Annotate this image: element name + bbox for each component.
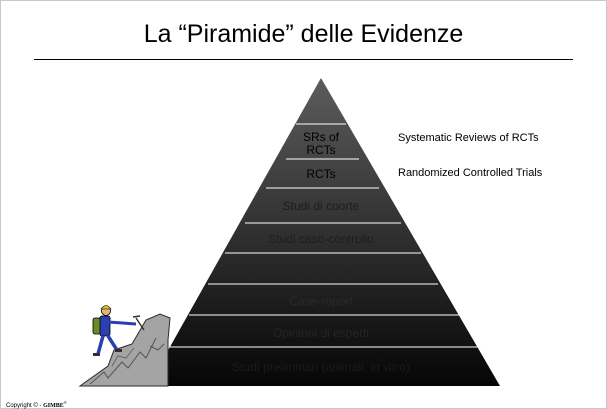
level-expert-opinion: Opinioni di esperti (273, 326, 369, 340)
description-rcts: Randomized Controlled Trials (398, 167, 543, 179)
rock (78, 313, 171, 387)
copyright-notice: Copyright © - GIMBE® (6, 400, 67, 409)
copyright-prefix: Copyright © - (6, 403, 44, 409)
slide-title: La “Piramide” delle Evidenze (143, 20, 464, 48)
level-preliminary-studies: Studi preliminari (animali, in vitro) (232, 360, 409, 374)
level-srs-line1: SRs of (303, 130, 340, 144)
pyramid-dividers (170, 123, 478, 348)
level-cohort-studies: Studi di coorte (283, 199, 360, 213)
level-case-control: Studi caso-controllo (268, 232, 374, 246)
gimbe-brand: GIMBE (43, 403, 64, 409)
climber-illustration (78, 305, 171, 387)
level-rcts: RCTs (306, 167, 335, 181)
level-case-report: Case-report (289, 294, 353, 308)
title-underline (34, 59, 573, 60)
registered-mark: ® (63, 400, 67, 405)
description-srs: Systematic Reviews of RCTs (398, 132, 539, 144)
level-case-series: Serie di casi (288, 263, 353, 277)
pyramid-shape (148, 78, 500, 386)
level-srs-line2: RCTs (306, 143, 335, 157)
